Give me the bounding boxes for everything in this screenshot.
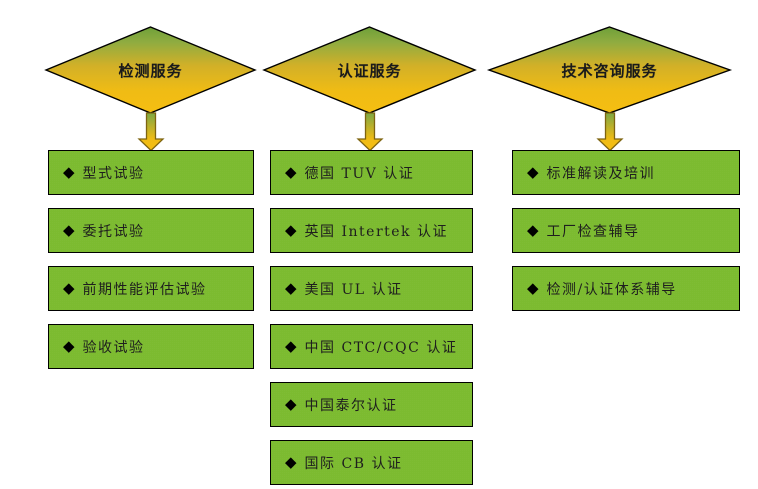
list-item-label: 检测/认证体系辅导 [546,281,677,298]
list-item[interactable]: ◆ 美国 UL 认证 [270,266,473,311]
list-item[interactable]: ◆ 中国 CTC/CQC 认证 [270,324,473,369]
diamond-shape-icon [486,26,733,114]
diamond-bullet-icon: ◆ [285,279,297,297]
diamond-bullet-icon: ◆ [527,279,539,297]
list-item[interactable]: ◆ 委托试验 [48,208,254,253]
arrow-down-icon [356,112,384,152]
diamond-bullet-icon: ◆ [285,453,297,471]
list-item[interactable]: ◆ 前期性能评估试验 [48,266,254,311]
diamond-technical-consulting-services[interactable]: 技术咨询服务 [486,26,733,114]
list-item-label: 国际 CB 认证 [304,455,403,472]
list-item-label: 工厂检查辅导 [546,223,640,240]
arrow-down-icon [137,112,165,152]
list-item[interactable]: ◆ 德国 TUV 认证 [270,150,473,195]
list-item-label: 委托试验 [82,223,145,240]
list-item[interactable]: ◆ 验收试验 [48,324,254,369]
arrow-down-testing [137,112,165,152]
list-item[interactable]: ◆ 国际 CB 认证 [270,440,473,485]
diamond-bullet-icon: ◆ [527,163,539,181]
list-item-label: 验收试验 [82,339,145,356]
arrow-down-certification [356,112,384,152]
arrow-down-consulting [596,112,624,152]
diamond-bullet-icon: ◆ [527,221,539,239]
list-item[interactable]: ◆ 工厂检查辅导 [512,208,740,253]
list-item-label: 前期性能评估试验 [82,281,207,298]
list-item-label: 型式试验 [82,165,145,182]
diamond-certification-services[interactable]: 认证服务 [262,26,477,114]
list-item[interactable]: ◆ 标准解读及培训 [512,150,740,195]
diamond-bullet-icon: ◆ [285,395,297,413]
diamond-bullet-icon: ◆ [63,221,75,239]
list-item[interactable]: ◆ 检测/认证体系辅导 [512,266,740,311]
arrow-down-icon [596,112,624,152]
list-item[interactable]: ◆ 英国 Intertek 认证 [270,208,473,253]
diamond-shape-icon [262,26,477,114]
list-item-label: 英国 Intertek 认证 [304,223,448,240]
diamond-bullet-icon: ◆ [63,279,75,297]
diamond-bullet-icon: ◆ [63,163,75,181]
list-item[interactable]: ◆ 型式试验 [48,150,254,195]
list-item-label: 标准解读及培训 [546,165,656,182]
diamond-bullet-icon: ◆ [285,163,297,181]
list-item-label: 中国 CTC/CQC 认证 [304,339,458,356]
list-item-label: 德国 TUV 认证 [304,165,415,182]
diamond-bullet-icon: ◆ [285,221,297,239]
diamond-shape-icon [44,26,257,114]
list-item-label: 美国 UL 认证 [304,281,403,298]
list-item[interactable]: ◆ 中国泰尔认证 [270,382,473,427]
list-item-label: 中国泰尔认证 [304,397,398,414]
diamond-testing-services[interactable]: 检测服务 [44,26,257,114]
diamond-bullet-icon: ◆ [285,337,297,355]
diamond-bullet-icon: ◆ [63,337,75,355]
